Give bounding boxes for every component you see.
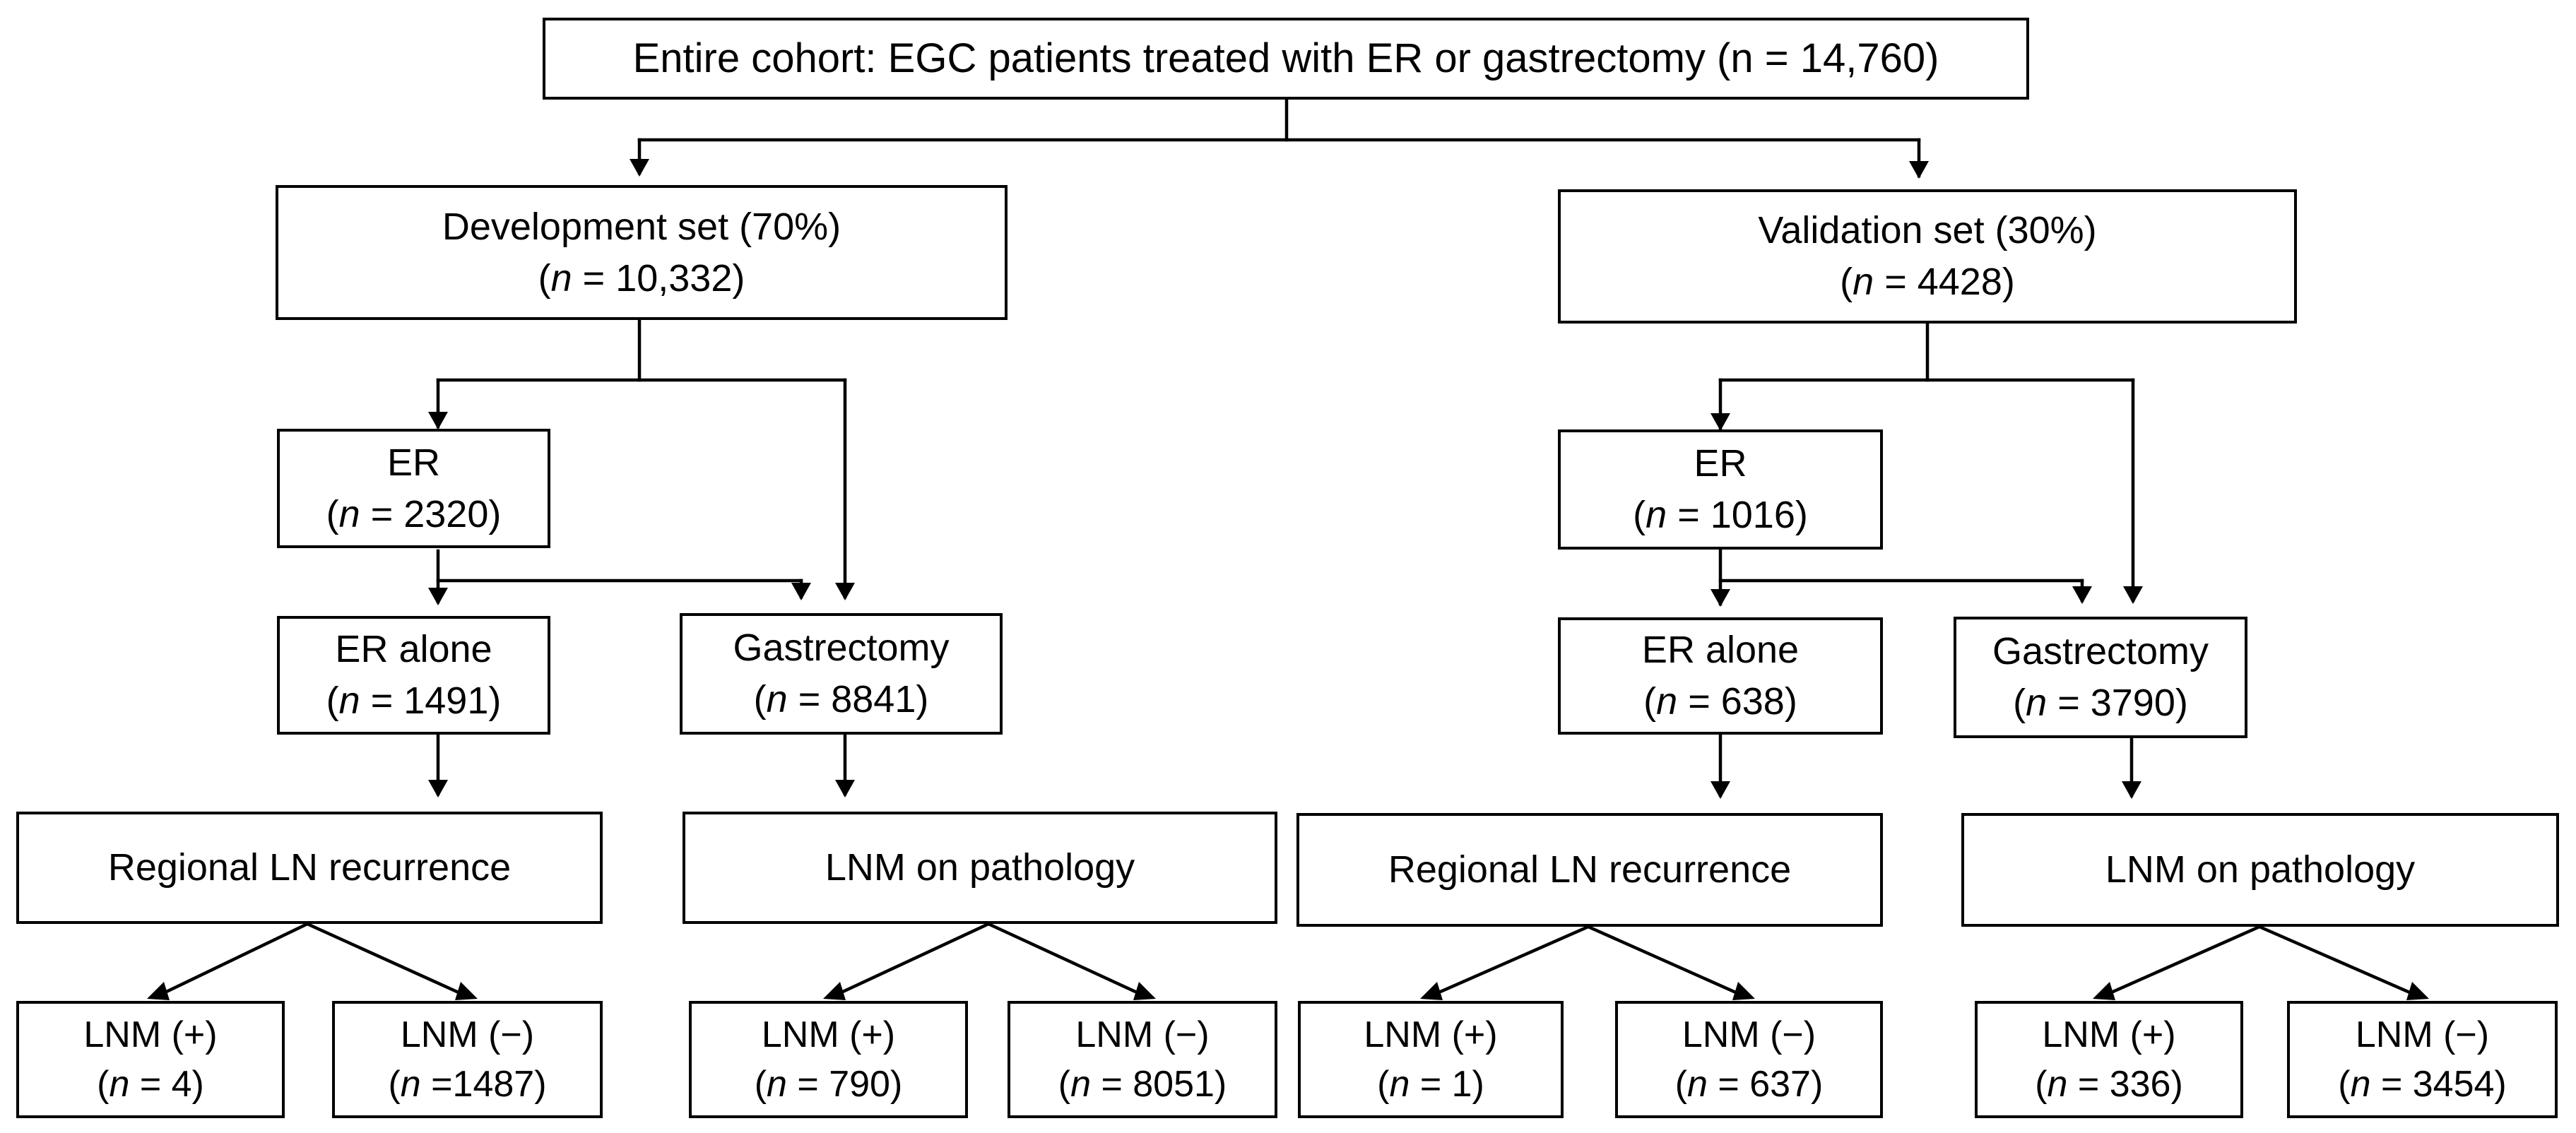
node-count: (n = 4) — [97, 1064, 204, 1105]
node-title: LNM (−) — [1075, 1014, 1210, 1055]
arrowhead — [835, 780, 855, 797]
node-val-gx-lnm-negative: LNM (−) (n = 3454) — [2287, 1001, 2558, 1118]
node-count: (n = 2320) — [326, 492, 502, 535]
node-dev-gx-lnm-negative: LNM (−) (n = 8051) — [1008, 1001, 1277, 1118]
arrowhead — [1711, 781, 1730, 799]
node-development-set: Development set (70%) (n = 10,332) — [276, 185, 1008, 320]
arrowhead — [1711, 589, 1730, 607]
node-title: LNM (+) — [1364, 1014, 1498, 1055]
node-dev-er-lnm-negative: LNM (−) (n =1487) — [332, 1001, 603, 1118]
node-count: (n = 10,332) — [538, 256, 745, 299]
node-title: ER alone — [1641, 629, 1800, 672]
node-title: Regional LN recurrence — [1388, 848, 1792, 891]
arrowhead — [2406, 982, 2429, 1000]
node-count: (n = 1) — [1377, 1064, 1484, 1105]
arrowhead — [428, 412, 448, 429]
arrowhead — [1711, 413, 1730, 431]
arrowhead — [428, 588, 448, 605]
arrowhead — [2122, 781, 2141, 799]
node-val-regional-ln-recurrence: Regional LN recurrence — [1296, 813, 1883, 927]
node-title: Gastrectomy — [733, 627, 950, 670]
node-title: Regional LN recurrence — [107, 846, 512, 889]
arrowhead — [2093, 982, 2115, 1000]
node-title: LNM (−) — [2355, 1014, 2490, 1055]
node-count: (n = 1016) — [1633, 494, 1808, 536]
node-count: (n = 638) — [1643, 680, 1797, 723]
node-label: Entire cohort: EGC patients treated with… — [632, 35, 1939, 81]
node-count: (n = 637) — [1674, 1064, 1824, 1105]
node-validation-set: Validation set (30%) (n = 4428) — [1558, 189, 2297, 324]
arrowhead — [1909, 161, 1929, 179]
node-title: LNM (−) — [1682, 1014, 1816, 1055]
node-title: LNM on pathology — [2105, 848, 2416, 891]
node-title: ER — [386, 441, 440, 484]
node-title: ER — [1694, 442, 1747, 485]
node-dev-gx-lnm-positive: LNM (+) (n = 790) — [689, 1001, 968, 1118]
node-count: (n =1487) — [388, 1064, 547, 1105]
connector-val-lnm-left — [2101, 925, 2262, 998]
node-count: (n = 8051) — [1058, 1064, 1227, 1105]
node-dev-lnm-on-pathology: LNM on pathology — [683, 812, 1277, 924]
node-title: Validation set (30%) — [1758, 209, 2097, 252]
arrowhead — [1133, 982, 1156, 1000]
connector-val-regional-left — [1429, 925, 1590, 998]
arrowhead — [455, 982, 478, 1000]
node-entire-cohort: Entire cohort: EGC patients treated with… — [543, 18, 2029, 100]
node-count: (n = 4428) — [1840, 261, 2015, 303]
node-dev-er-lnm-positive: LNM (+) (n = 4) — [16, 1001, 285, 1118]
connector-dev-lnm-left — [832, 922, 991, 998]
node-val-er-lnm-positive: LNM (+) (n = 1) — [1298, 1001, 1564, 1118]
node-title: LNM (+) — [83, 1014, 218, 1055]
arrowhead — [630, 159, 649, 177]
node-count: (n = 1491) — [326, 680, 502, 722]
connector-dev-regional-right — [305, 922, 468, 998]
arrowhead — [1420, 982, 1443, 1000]
node-title: ER alone — [335, 628, 492, 671]
node-dev-regional-ln-recurrence: Regional LN recurrence — [16, 812, 603, 924]
arrowhead — [147, 982, 170, 1000]
node-val-gx-lnm-positive: LNM (+) (n = 336) — [1975, 1001, 2243, 1118]
node-val-er-alone: ER alone (n = 638) — [1558, 617, 1883, 735]
arrowhead — [791, 583, 811, 600]
connector-dev-regional-left — [155, 921, 310, 999]
node-count: (n = 336) — [2035, 1064, 2183, 1105]
arrowhead — [1732, 982, 1755, 1000]
arrowhead — [835, 583, 855, 600]
connector-val-regional-right — [1586, 925, 1746, 998]
node-title: LNM on pathology — [825, 846, 1135, 889]
arrowhead — [2123, 586, 2143, 604]
node-count: (n = 790) — [754, 1064, 903, 1105]
node-title: LNM (+) — [2042, 1014, 2176, 1055]
arrowhead — [428, 780, 448, 797]
node-dev-er-alone: ER alone (n = 1491) — [277, 616, 550, 735]
node-title: LNM (+) — [761, 1014, 896, 1055]
connector-val-lnm-right — [2257, 925, 2420, 998]
node-title: LNM (−) — [400, 1014, 535, 1055]
arrowhead — [823, 982, 846, 1000]
arrowhead — [2072, 586, 2092, 604]
connector-dev-lnm-right — [986, 922, 1147, 998]
node-dev-gastrectomy: Gastrectomy (n = 8841) — [680, 613, 1003, 735]
node-val-lnm-on-pathology: LNM on pathology — [1961, 813, 2559, 927]
node-dev-er: ER (n = 2320) — [277, 429, 550, 548]
node-val-er-lnm-negative: LNM (−) (n = 637) — [1615, 1001, 1883, 1118]
node-val-gastrectomy: Gastrectomy (n = 3790) — [1954, 617, 2247, 738]
node-title: Gastrectomy — [1992, 630, 2209, 673]
node-title: Development set (70%) — [442, 205, 841, 248]
node-count: (n = 8841) — [753, 678, 929, 720]
node-val-er: ER (n = 1016) — [1558, 429, 1883, 550]
node-count: (n = 3790) — [2013, 682, 2188, 724]
node-count: (n = 3454) — [2338, 1064, 2507, 1105]
